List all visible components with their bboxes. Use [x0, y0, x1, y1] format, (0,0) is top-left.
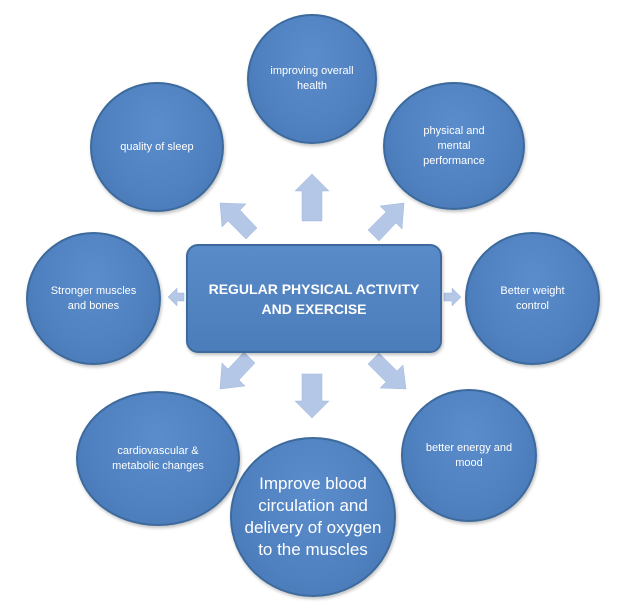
- arrow-up-left: [219, 202, 258, 240]
- node-weight-control-label: Better weight control: [500, 284, 565, 312]
- node-muscles-bones: Stronger muscles and bones: [26, 232, 161, 365]
- node-muscles-bones-label: Stronger muscles and bones: [50, 284, 137, 312]
- node-performance: physical and mental performance: [383, 82, 525, 210]
- node-quality-of-sleep-label: quality of sleep: [120, 140, 194, 153]
- arrow-right: [443, 287, 462, 307]
- node-performance-label: physical and mental performance: [423, 124, 485, 167]
- arrow-up-right: [367, 202, 405, 242]
- arrow-up: [294, 173, 330, 222]
- node-cardio-metabolic-label: cardiovascular & metabolic changes: [112, 444, 204, 472]
- node-energy-mood: better energy and mood: [401, 389, 537, 522]
- node-blood-circulation-label: Improve blood circulation and delivery o…: [244, 474, 382, 559]
- node-cardio-metabolic: cardiovascular & metabolic changes: [76, 391, 240, 526]
- arrow-down: [294, 373, 330, 419]
- node-overall-health: improving overall health: [247, 14, 377, 144]
- node-weight-control: Better weight control: [465, 232, 600, 365]
- arrow-down-right: [367, 352, 407, 390]
- node-energy-mood-label: better energy and mood: [425, 441, 513, 469]
- center-node: REGULAR PHYSICAL ACTIVITY AND EXERCISE: [186, 244, 442, 353]
- node-overall-health-label: improving overall health: [270, 65, 354, 92]
- node-blood-circulation: Improve blood circulation and delivery o…: [230, 437, 396, 597]
- center-node-label: REGULAR PHYSICAL ACTIVITY AND EXERCISE: [208, 280, 420, 317]
- arrow-left: [167, 287, 185, 307]
- node-quality-of-sleep: quality of sleep: [90, 82, 224, 212]
- arrow-down-left: [219, 351, 256, 390]
